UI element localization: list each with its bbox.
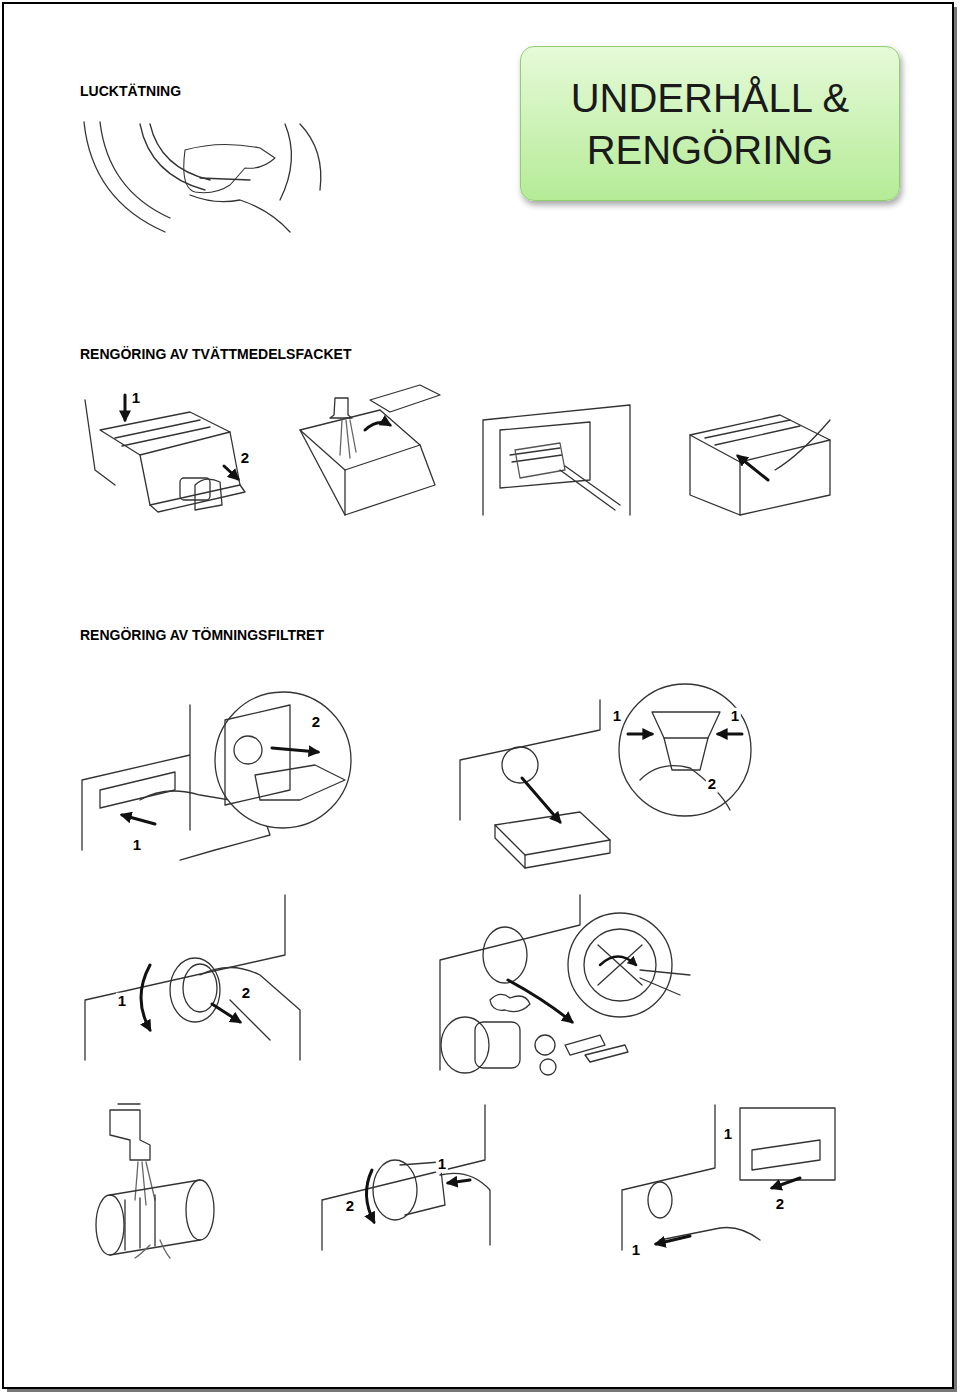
drawer-figure bbox=[85, 395, 245, 512]
callout-number: 1 bbox=[436, 1156, 448, 1173]
callout-number: 1 bbox=[630, 1242, 642, 1259]
callout-number: 1 bbox=[116, 993, 128, 1010]
callout-number: 2 bbox=[239, 450, 251, 467]
callout-number: 1 bbox=[611, 708, 623, 725]
heading-box: UNDERHÅLL & RENGÖRING bbox=[520, 46, 900, 201]
callout-number: 2 bbox=[706, 776, 718, 793]
section-heading: RENGÖRING AV TVÄTTMEDELSFACKET bbox=[80, 346, 351, 362]
filter-cover-close-figure bbox=[622, 1105, 835, 1250]
callout-number: 2 bbox=[240, 985, 252, 1002]
callout-number: 1 bbox=[131, 837, 143, 854]
section-heading: RENGÖRING AV TÖMNINGSFILTRET bbox=[80, 627, 324, 643]
page-frame bbox=[3, 3, 953, 1388]
callout-number: 1 bbox=[729, 708, 741, 725]
callout-number: 1 bbox=[722, 1126, 734, 1143]
drawer-figure bbox=[300, 385, 440, 515]
callout-number: 1 bbox=[130, 390, 142, 407]
door-seal-figure bbox=[84, 122, 321, 232]
filter-cover-figure bbox=[82, 692, 351, 860]
callout-number: 2 bbox=[344, 1198, 356, 1215]
filter-debris-figure bbox=[440, 895, 690, 1075]
section-heading: LUCKTÄTNING bbox=[80, 83, 181, 99]
drain-hose-figure bbox=[460, 684, 751, 868]
filter-insert-figure bbox=[322, 1105, 490, 1250]
heading-text: UNDERHÅLL & RENGÖRING bbox=[560, 72, 860, 176]
drawer-figure bbox=[690, 415, 830, 515]
drawer-cavity-figure bbox=[483, 405, 630, 515]
callout-number: 2 bbox=[774, 1196, 786, 1213]
filter-rinse-figure bbox=[96, 1104, 214, 1258]
filter-unscrew-figure bbox=[85, 895, 300, 1060]
callout-number: 2 bbox=[310, 714, 322, 731]
